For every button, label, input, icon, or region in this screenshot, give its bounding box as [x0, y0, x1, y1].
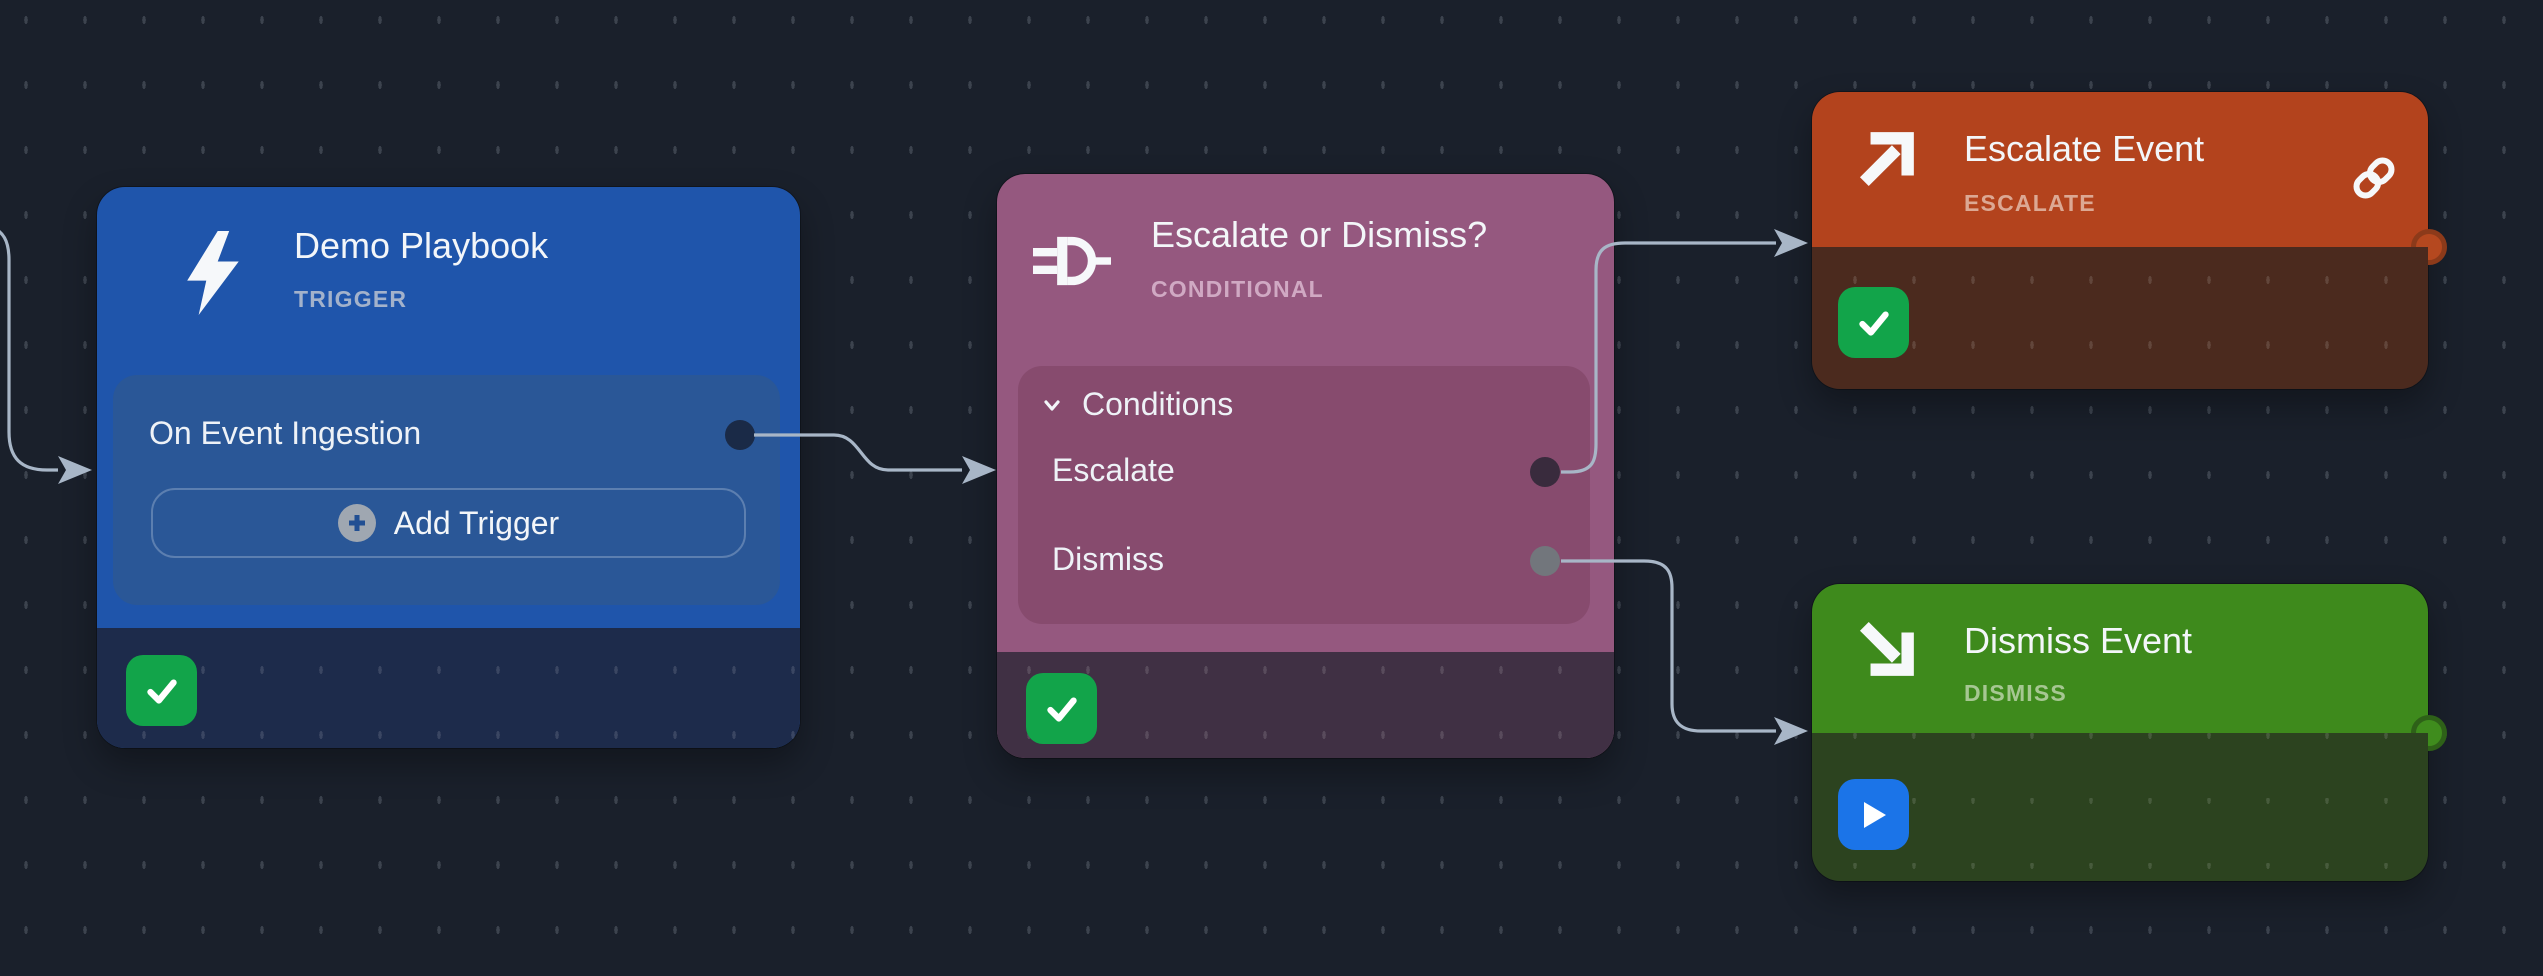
node-dismiss-event[interactable]: Dismiss Event DISMISS [1812, 584, 2447, 881]
success-check-badge[interactable] [126, 655, 197, 726]
node-status-bar [997, 652, 1614, 758]
node-subtitle: DISMISS [1964, 680, 2067, 706]
add-trigger-button[interactable]: Add Trigger [151, 488, 746, 558]
node-title: Demo Playbook [294, 225, 549, 266]
node-title: Escalate or Dismiss? [1151, 214, 1488, 255]
node-status-bar [97, 628, 800, 748]
node-status-bar [1812, 247, 2428, 389]
node-escalate-event[interactable]: Escalate Event ESCALATE [1812, 92, 2447, 389]
trigger-panel: On Event Ingestion Add Trigger [113, 375, 780, 605]
node-trigger[interactable]: Demo Playbook TRIGGER On Event Ingestion… [97, 187, 800, 748]
conditions-panel: Conditions Escalate Dismiss [1018, 366, 1590, 624]
node-conditional[interactable]: Escalate or Dismiss? CONDITIONAL Conditi… [997, 174, 1614, 758]
arrowhead [962, 456, 996, 484]
dismiss-branch-port[interactable] [1530, 546, 1560, 576]
conditions-section-toggle[interactable]: Conditions [1038, 386, 1233, 423]
node-status-bar [1812, 733, 2428, 881]
edge-incoming [0, 230, 58, 472]
output-port[interactable] [725, 420, 755, 450]
trigger-row-label: On Event Ingestion [149, 415, 422, 451]
escalate-branch-port[interactable] [1530, 457, 1560, 487]
arrowhead [1774, 717, 1808, 745]
arrow-down-right-icon [1850, 610, 1922, 686]
logic-gate-icon [1033, 232, 1111, 290]
lightning-bolt-icon [181, 231, 243, 315]
plus-icon [337, 504, 376, 542]
branch-label-escalate: Escalate [1052, 452, 1175, 488]
node-header [1812, 92, 2428, 247]
add-trigger-label: Add Trigger [393, 504, 560, 541]
node-subtitle: TRIGGER [294, 286, 408, 312]
node-header [1812, 584, 2428, 733]
node-subtitle: ESCALATE [1964, 190, 2096, 216]
success-check-badge[interactable] [1026, 673, 1097, 744]
success-check-badge[interactable] [1838, 287, 1909, 358]
arrowhead [1774, 229, 1808, 257]
link-icon[interactable] [2350, 154, 2398, 202]
arrowhead [58, 456, 92, 484]
chevron-down-icon [1044, 399, 1060, 411]
branch-label-dismiss: Dismiss [1052, 541, 1164, 577]
node-title: Escalate Event [1964, 128, 2205, 169]
conditions-section-label: Conditions [1082, 386, 1234, 422]
node-subtitle: CONDITIONAL [1151, 276, 1324, 302]
arrow-up-right-icon [1850, 122, 1922, 198]
node-title: Dismiss Event [1964, 620, 2193, 661]
play-badge[interactable] [1838, 779, 1909, 850]
